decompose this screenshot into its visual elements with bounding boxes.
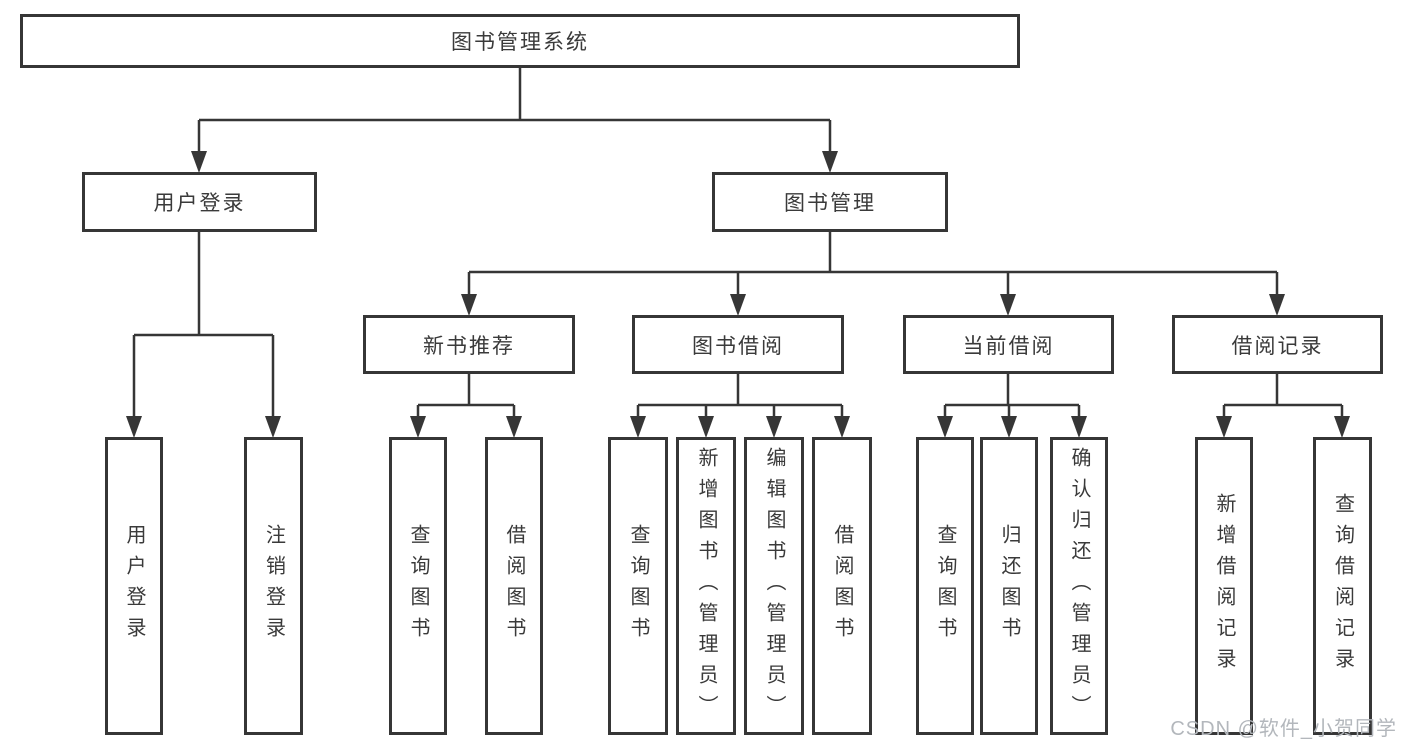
leaf-logout: 注销登录 [244, 437, 303, 735]
node-borrow-records: 借阅记录 [1172, 315, 1383, 374]
leaf-query-books-borrowing: 查询图书 [608, 437, 668, 735]
node-user-login: 用户登录 [82, 172, 317, 232]
node-current-borrowing: 当前借阅 [903, 315, 1114, 374]
leaf-user-login: 用户登录 [105, 437, 163, 735]
leaf-query-borrow-record: 查询借阅记录 [1313, 437, 1372, 735]
leaf-confirm-return-admin: 确认归还（管理员） [1050, 437, 1108, 735]
leaf-borrow-books: 借阅图书 [812, 437, 872, 735]
leaf-query-books-current: 查询图书 [916, 437, 974, 735]
node-new-book-recommend: 新书推荐 [363, 315, 575, 374]
leaf-borrow-books-recommend: 借阅图书 [485, 437, 543, 735]
leaf-edit-books-admin: 编辑图书（管理员） [744, 437, 804, 735]
leaf-query-books-recommend: 查询图书 [389, 437, 447, 735]
leaf-add-borrow-record: 新增借阅记录 [1195, 437, 1253, 735]
node-book-management: 图书管理 [712, 172, 948, 232]
csdn-watermark: CSDN @软件_小贺同学 [1170, 718, 1397, 740]
leaf-return-books: 归还图书 [980, 437, 1038, 735]
node-book-borrowing: 图书借阅 [632, 315, 844, 374]
node-library-management-system: 图书管理系统 [20, 14, 1020, 68]
leaf-add-books-admin: 新增图书（管理员） [676, 437, 736, 735]
